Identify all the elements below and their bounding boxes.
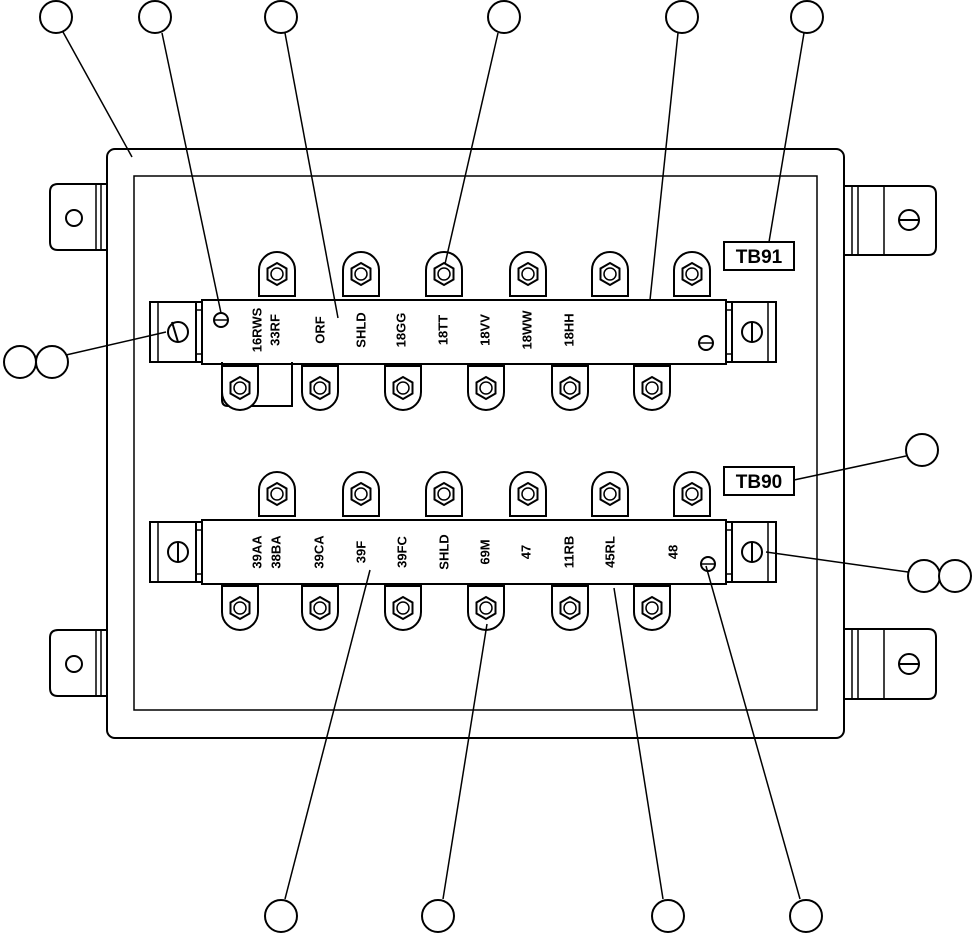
tag-tb91: TB91: [723, 241, 795, 271]
terminal-lug-icon: [509, 251, 547, 297]
tag-tb91-text: TB91: [736, 247, 783, 268]
terminal-lug-icon: [551, 365, 589, 411]
terminal-label: 39CA: [311, 535, 326, 569]
terminal-lug-icon: [591, 251, 629, 297]
terminal-label: 38BA: [268, 535, 283, 569]
callout-balloon: [790, 0, 824, 34]
terminal-lug-icon: [301, 585, 339, 631]
terminal-lug-icon: [425, 471, 463, 517]
terminal-lug-icon: [221, 365, 259, 411]
tag-tb90-text: TB90: [736, 472, 782, 493]
terminal-label: 39FC: [394, 535, 409, 567]
terminal-lug-icon: [384, 365, 422, 411]
terminal-label: 48: [665, 545, 680, 559]
callout-balloon: [938, 559, 972, 593]
mounting-bracket-bottom-left: [49, 629, 107, 697]
callout-leaders: [62, 31, 909, 900]
terminal-board-upper: [149, 299, 777, 407]
terminal-lug-icon: [551, 585, 589, 631]
callout-balloons: [3, 0, 972, 933]
terminal-label: 39AA: [249, 535, 264, 569]
terminal-lug-icon: [301, 365, 339, 411]
terminal-label: ORF: [312, 316, 327, 344]
terminal-label: 18HH: [561, 313, 576, 346]
lower-terminal-lugs: [221, 471, 711, 631]
terminal-label: SHLD: [436, 534, 451, 569]
terminal-label: 11RB: [561, 536, 576, 569]
terminal-lug-icon: [258, 251, 296, 297]
terminal-lug-icon: [342, 471, 380, 517]
terminal-lug-icon: [591, 471, 629, 517]
terminal-label: 69M: [477, 539, 492, 564]
mounting-bracket-top-right: [844, 185, 937, 256]
terminal-label: 18TT: [435, 315, 450, 345]
terminal-lug-icon: [509, 471, 547, 517]
enclosure: [106, 148, 845, 739]
tag-tb90: TB90: [723, 466, 795, 496]
terminal-label: SHLD: [353, 312, 368, 347]
terminal-lug-icon: [673, 251, 711, 297]
terminal-lug-icon: [467, 585, 505, 631]
callout-balloon: [35, 345, 69, 379]
mounting-bracket-top-left: [49, 183, 107, 251]
callout-balloon: [905, 433, 939, 467]
upper-terminal-lugs: [221, 251, 711, 411]
callout-balloon: [651, 899, 685, 933]
terminal-lug-icon: [342, 251, 380, 297]
terminal-label: 33RF: [267, 314, 282, 346]
terminal-label: 18WW: [519, 310, 534, 350]
callout-balloon: [487, 0, 521, 34]
lower-terminal-labels: 39AA 38BA 39CA 39F 39FC SHLD 69M 47 11RB 45RL 48: [249, 534, 680, 569]
terminal-lug-icon: [633, 585, 671, 631]
terminal-label: 18GG: [393, 313, 408, 348]
callout-balloon: [39, 0, 73, 34]
mounting-bracket-bottom-right: [844, 628, 937, 700]
terminal-lug-icon: [673, 471, 711, 517]
terminal-lug-icon: [467, 365, 505, 411]
terminal-label: 16RWS: [249, 307, 264, 352]
callout-balloon: [421, 899, 455, 933]
terminal-label: 47: [518, 545, 533, 559]
callout-balloon: [789, 899, 823, 933]
callout-balloon: [907, 559, 941, 593]
callout-balloon: [264, 899, 298, 933]
terminal-label: 45RL: [602, 536, 617, 568]
terminal-lug-icon: [384, 585, 422, 631]
terminal-board-lower: [149, 519, 777, 585]
terminal-lug-icon: [633, 365, 671, 411]
callout-balloon: [264, 0, 298, 34]
terminal-lug-icon: [258, 471, 296, 517]
terminal-label: 39F: [353, 541, 368, 563]
callout-balloon: [138, 0, 172, 34]
callout-balloon: [665, 0, 699, 34]
callout-balloon: [3, 345, 37, 379]
terminal-lug-icon: [425, 251, 463, 297]
terminal-label: 18VV: [477, 314, 492, 346]
terminal-lug-icon: [221, 585, 259, 631]
